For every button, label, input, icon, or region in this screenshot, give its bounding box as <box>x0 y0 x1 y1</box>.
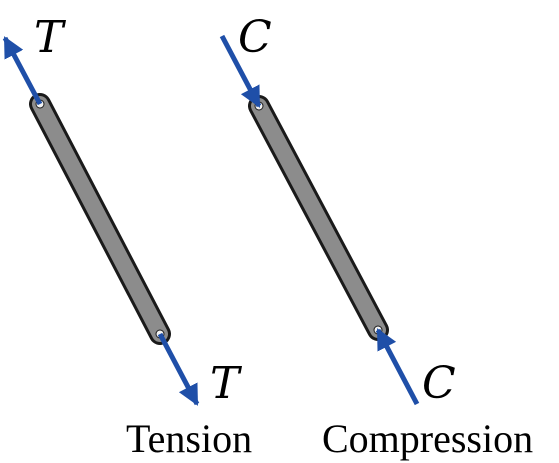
tension-caption: Tension <box>126 416 252 461</box>
compression-bottom-arrow <box>375 328 420 406</box>
compression-diagram: C C Compression <box>219 12 533 461</box>
tension-bottom-force-label: T <box>210 358 243 409</box>
tension-bottom-arrow <box>157 332 200 406</box>
compression-top-force-label: C <box>238 12 272 63</box>
tension-top-force-label: T <box>34 12 67 63</box>
compression-top-arrow <box>219 34 262 108</box>
compression-bottom-force-label: C <box>422 358 456 409</box>
tension-diagram: T T Tension <box>2 12 252 461</box>
tension-bar <box>32 96 168 342</box>
compression-bar <box>251 98 386 338</box>
tension-top-arrow <box>2 36 43 106</box>
compression-caption: Compression <box>322 416 533 461</box>
